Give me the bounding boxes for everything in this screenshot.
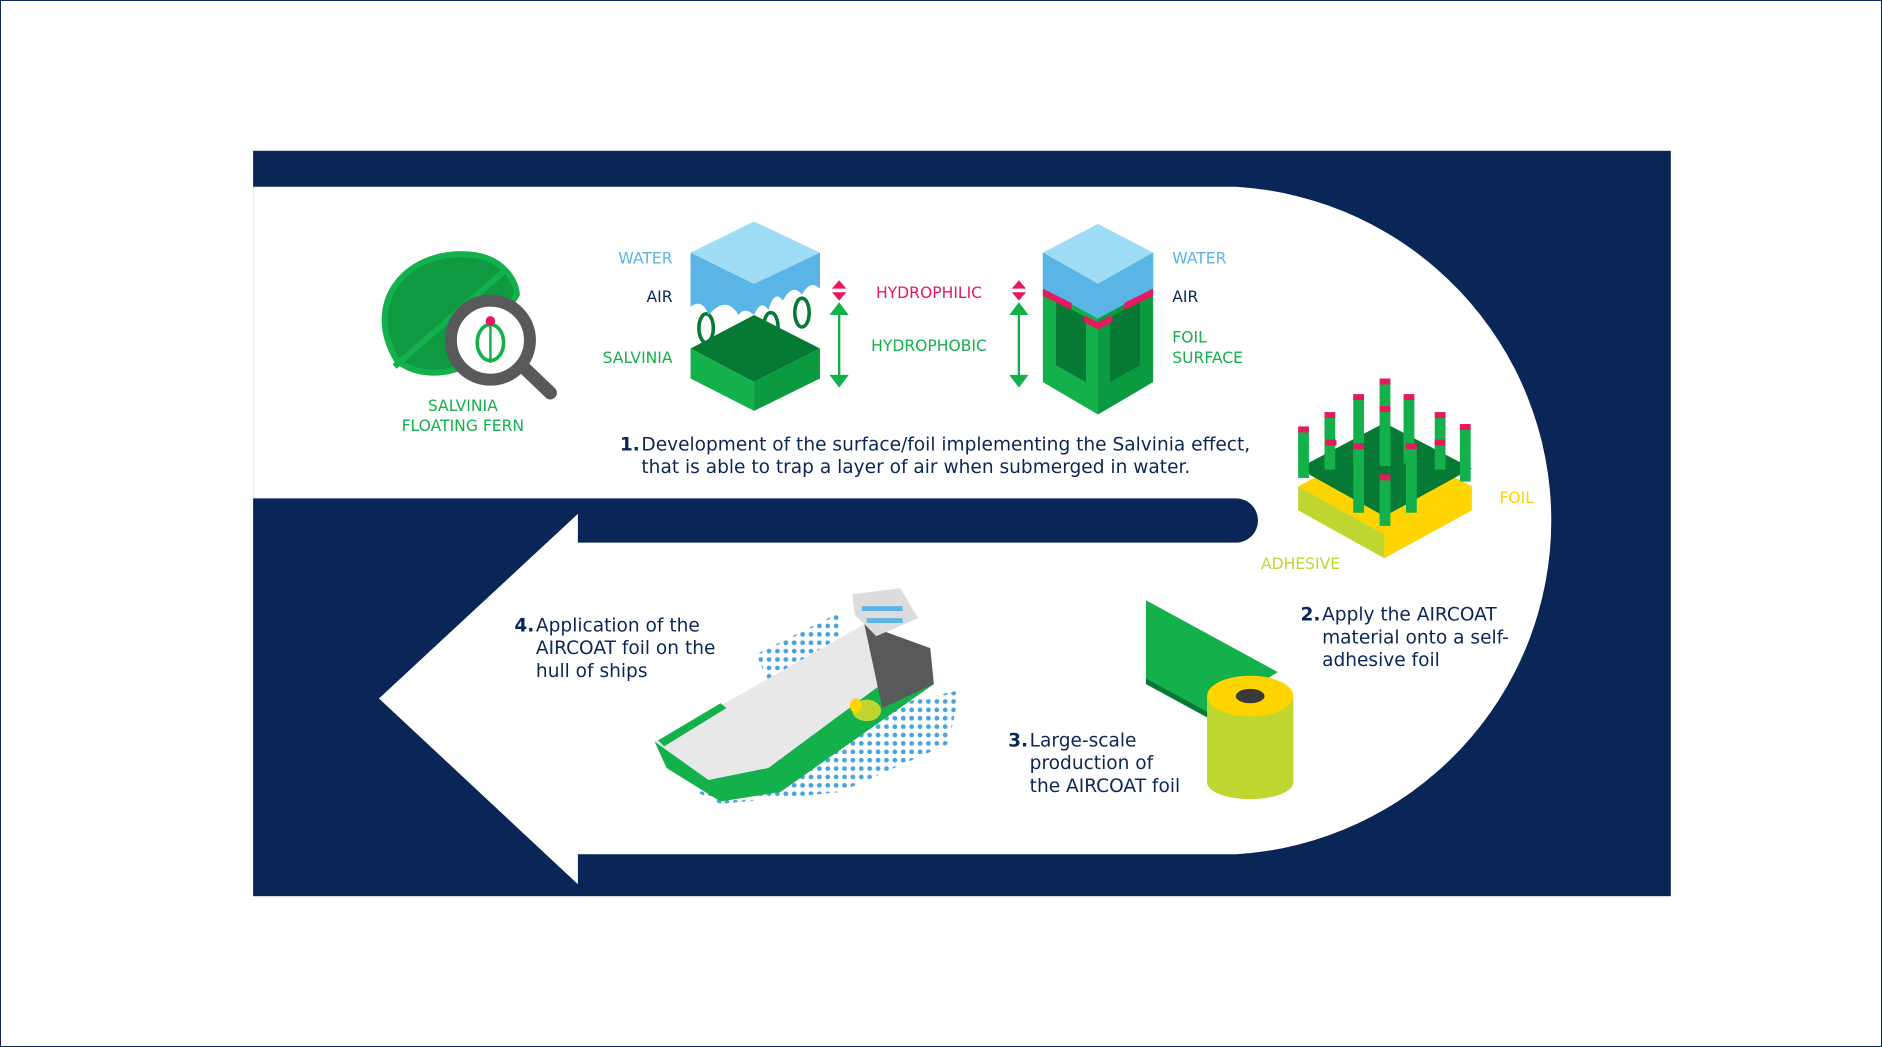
salvinia-label: SALVINIA xyxy=(603,349,673,367)
water-label-right: WATER xyxy=(1172,249,1226,267)
step-number: 4. xyxy=(514,615,534,636)
surface-label-right: SURFACE xyxy=(1172,349,1243,367)
step-3-text: 3. Large-scale production of the AIRCOAT… xyxy=(1008,730,1180,797)
step-line: the AIRCOAT foil xyxy=(1030,776,1180,797)
adhesive-label: ADHESIVE xyxy=(1261,555,1340,573)
fern-label-line2: FLOATING FERN xyxy=(402,417,524,435)
hydrophobic-arrows xyxy=(829,302,1029,388)
hydrophobic-label: HYDROPHOBIC xyxy=(871,337,987,355)
step-line: Large-scale xyxy=(1030,730,1137,751)
step-line: AIRCOAT foil on the xyxy=(536,638,715,659)
foil-surface-block-illustration xyxy=(1042,223,1154,415)
step-number: 3. xyxy=(1008,730,1028,751)
step-line: production of xyxy=(1030,753,1154,774)
foil-roll-illustration xyxy=(1145,600,1294,800)
step-number: 1. xyxy=(620,434,640,455)
water-label-left: WATER xyxy=(618,249,672,267)
step-line: adhesive foil xyxy=(1322,650,1440,671)
step-line: material onto a self- xyxy=(1322,627,1509,648)
step-4-text: 4. Application of the AIRCOAT foil on th… xyxy=(514,615,715,682)
air-label-right: AIR xyxy=(1172,288,1198,306)
step-line: Apply the AIRCOAT xyxy=(1322,605,1497,626)
air-label-left: AIR xyxy=(646,288,672,306)
foil-label-right: FOIL xyxy=(1172,329,1207,347)
step-line: that is able to trap a layer of air when… xyxy=(641,457,1190,478)
salvinia-fern-icon xyxy=(381,251,557,400)
step-2-text: 2. Apply the AIRCOAT material onto a sel… xyxy=(1301,605,1509,672)
hydrophilic-arrows xyxy=(831,280,1027,301)
step-line: Development of the surface/foil implemen… xyxy=(641,434,1250,455)
ship-illustration xyxy=(654,588,961,804)
fern-label-line1: SALVINIA xyxy=(428,397,498,415)
step-number: 2. xyxy=(1301,605,1321,626)
step-line: hull of ships xyxy=(536,661,648,682)
hydrophilic-label: HYDROPHILIC xyxy=(876,284,982,302)
salvinia-block-illustration xyxy=(690,221,820,411)
step-1-text: 1. Development of the surface/foil imple… xyxy=(620,434,1250,478)
step-line: Application of the xyxy=(536,615,700,636)
foil-label: FOIL xyxy=(1499,489,1534,507)
aircoat-foil-illustration xyxy=(1298,378,1472,559)
